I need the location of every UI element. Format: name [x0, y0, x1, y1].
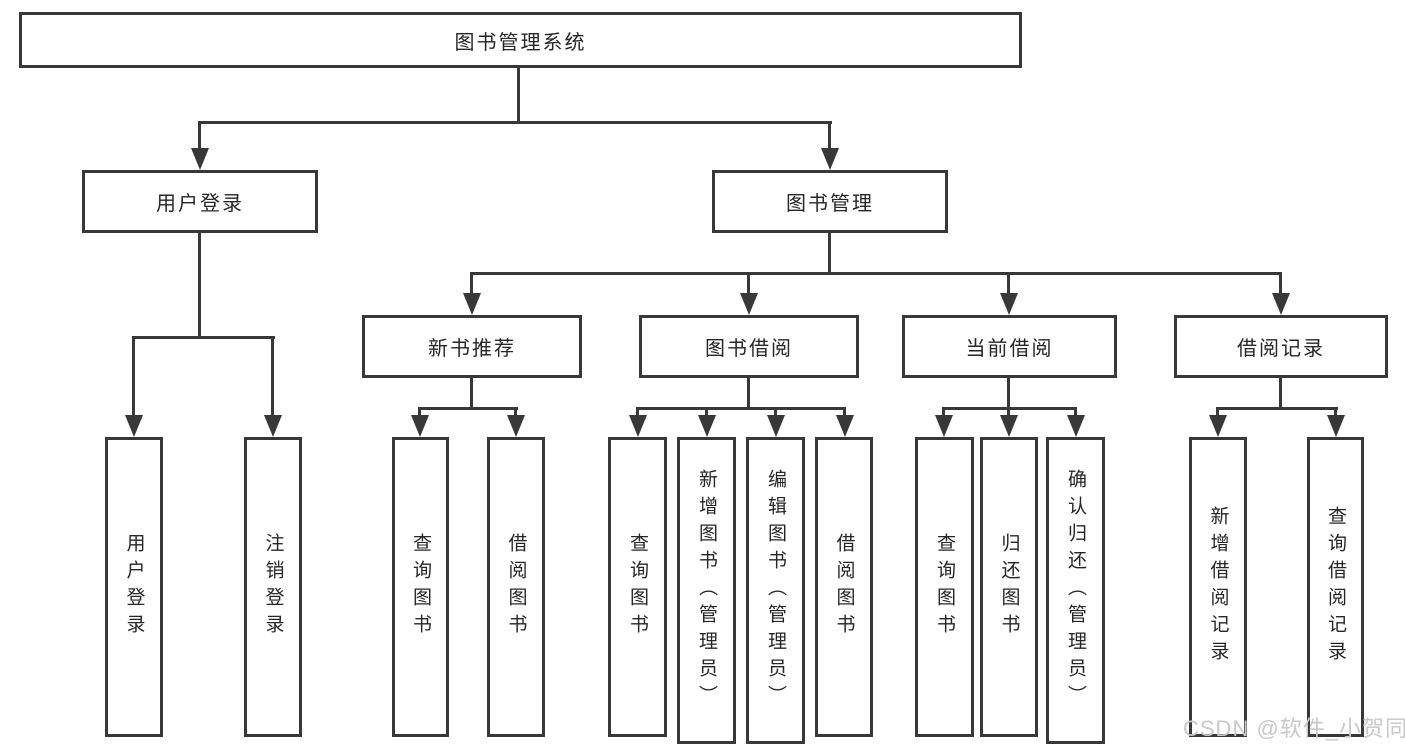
node-nbr-query-books: 查询图书 [392, 437, 449, 737]
connector-drop [636, 407, 639, 421]
connector-drop [774, 407, 777, 421]
arrowhead-icon [821, 148, 839, 170]
connector-drop [1279, 272, 1282, 300]
node-book-borrow-label: 图书借阅 [705, 338, 793, 360]
connector-hline [132, 336, 275, 339]
node-login-label: 用户登录 [123, 533, 145, 641]
node-bb-query-books-label: 查询图书 [627, 533, 648, 641]
node-cb-return-books: 归还图书 [980, 437, 1038, 737]
node-user-login-label: 用户登录 [156, 193, 244, 215]
arrowhead-icon [1000, 293, 1018, 315]
node-book-management-label: 图书管理 [786, 193, 874, 215]
node-nbr-borrow-books-label: 借阅图书 [505, 533, 527, 641]
connector-stem [470, 378, 473, 410]
connector-stem [517, 68, 520, 123]
arrowhead-icon [191, 148, 209, 170]
node-borrow-records: 借阅记录 [1174, 315, 1388, 378]
node-bb-query-books: 查询图书 [608, 437, 667, 737]
node-current-borrow-label: 当前借阅 [965, 338, 1054, 360]
arrowhead-icon [836, 415, 854, 437]
node-root-label: 图书管理系统 [454, 31, 587, 54]
arrowhead-icon [411, 415, 429, 437]
node-logout: 注销登录 [244, 437, 302, 737]
node-bb-edit-books-admin: 编辑图书（管理员） [746, 437, 805, 744]
connector-hline [470, 272, 1282, 275]
connector-drop [1074, 407, 1077, 421]
arrowhead-icon [463, 293, 481, 315]
connector-drop [1007, 272, 1010, 300]
connector-drop [418, 407, 421, 421]
csdn-watermark: CSDN @软件_小贺同学 [1183, 716, 1405, 741]
connector-drop [1007, 407, 1010, 421]
node-cb-query-books-label: 查询图书 [934, 533, 955, 641]
arrowhead-icon [1327, 415, 1345, 437]
connector-drop [705, 407, 708, 421]
arrowhead-icon [740, 293, 758, 315]
connector-hline [198, 121, 832, 124]
connector-drop [1216, 407, 1219, 421]
node-login: 用户登录 [105, 437, 163, 737]
arrowhead-icon [1000, 415, 1018, 437]
connector-drop [470, 272, 473, 300]
arrowhead-icon [125, 415, 143, 437]
connector-drop [271, 336, 274, 421]
node-nbr-query-books-label: 查询图书 [410, 533, 431, 641]
node-nbr-borrow-books: 借阅图书 [487, 437, 545, 737]
node-user-login: 用户登录 [82, 170, 318, 233]
node-bb-borrow-books: 借阅图书 [815, 437, 873, 737]
connector-drop [843, 407, 846, 421]
arrowhead-icon [507, 415, 525, 437]
connector-drop [747, 272, 750, 300]
node-bb-add-books-admin-label: 新增图书（管理员） [696, 469, 717, 712]
node-root: 图书管理系统 [19, 12, 1022, 68]
node-logout-label: 注销登录 [262, 533, 284, 641]
node-book-borrow: 图书借阅 [639, 315, 859, 378]
connector-drop [942, 407, 945, 421]
node-bb-edit-books-admin-label: 编辑图书（管理员） [765, 469, 786, 712]
node-bb-borrow-books-label: 借阅图书 [833, 533, 855, 641]
node-new-book-recommend: 新书推荐 [362, 315, 582, 378]
node-cb-confirm-return-admin: 确认归还（管理员） [1046, 437, 1105, 744]
connector-stem [747, 378, 750, 410]
connector-stem [1007, 378, 1010, 410]
connector-drop [198, 121, 201, 153]
arrowhead-icon [629, 415, 647, 437]
arrowhead-icon [935, 415, 953, 437]
node-current-borrow: 当前借阅 [902, 315, 1117, 378]
arrowhead-icon [767, 415, 785, 437]
node-cb-confirm-return-admin-label: 确认归还（管理员） [1065, 469, 1086, 712]
arrowhead-icon [264, 415, 282, 437]
node-br-query-borrow-record: 查询借阅记录 [1307, 437, 1364, 737]
connector-drop [828, 121, 831, 153]
node-book-management: 图书管理 [712, 170, 948, 233]
node-new-book-recommend-label: 新书推荐 [428, 338, 516, 360]
arrowhead-icon [698, 415, 716, 437]
node-bb-add-books-admin: 新增图书（管理员） [677, 437, 736, 744]
connector-drop [1334, 407, 1337, 421]
arrowhead-icon [1209, 415, 1227, 437]
connector-drop [514, 407, 517, 421]
connector-stem [828, 233, 831, 275]
node-cb-return-books-label: 归还图书 [998, 533, 1020, 641]
connector-hline [418, 407, 518, 410]
node-br-query-borrow-record-label: 查询借阅记录 [1325, 506, 1346, 668]
connector-stem [198, 233, 201, 339]
arrowhead-icon [1272, 293, 1290, 315]
node-borrow-records-label: 借阅记录 [1237, 338, 1325, 360]
connector-stem [1279, 378, 1282, 410]
connector-drop [132, 336, 135, 421]
connector-hline [636, 407, 846, 410]
connector-hline [1216, 407, 1338, 410]
arrowhead-icon [1067, 415, 1085, 437]
node-br-add-borrow-record: 新增借阅记录 [1189, 437, 1247, 737]
node-br-add-borrow-record-label: 新增借阅记录 [1207, 506, 1229, 668]
node-cb-query-books: 查询图书 [915, 437, 974, 737]
